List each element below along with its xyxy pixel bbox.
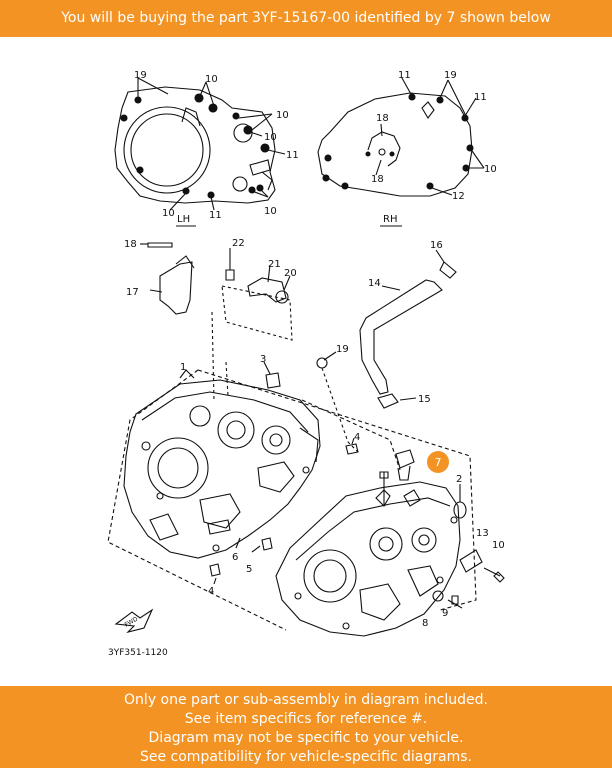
part-label-15: 15 — [418, 394, 431, 405]
small-parts — [140, 242, 457, 453]
crankcase-lh-half — [123, 311, 321, 559]
part-label-17: 17 — [126, 287, 139, 298]
part-label-18: 18 — [124, 239, 137, 250]
part-label-22: 22 — [232, 238, 245, 249]
alignment-lines — [107, 369, 477, 631]
part-label-10: 10 — [264, 206, 277, 217]
rh-label: RH — [383, 214, 397, 225]
part-label-8: 8 — [422, 618, 428, 629]
part-label-19: 19 — [134, 70, 147, 81]
fwd-arrow-icon — [114, 608, 154, 634]
bottom-banner: Only one part or sub-assembly in diagram… — [0, 686, 612, 768]
part-label-14: 14 — [368, 278, 381, 289]
rh-crankcase-cover — [317, 77, 485, 227]
part-label-16: 16 — [430, 240, 443, 251]
part-label-10: 10 — [484, 164, 497, 175]
part-label-19: 19 — [336, 344, 349, 355]
top-banner: You will be buying the part 3YF-15167-00… — [0, 0, 612, 37]
diagram-code: 3YF351-1120 — [108, 648, 168, 658]
callout-number: 7 — [435, 456, 442, 469]
part-label-3: 3 — [260, 354, 266, 365]
part-label-19: 19 — [444, 70, 457, 81]
callout-circle — [427, 451, 449, 473]
part-number-labels: 19 10 10 10 11 10 10 11 LH 11 19 11 18 1… — [108, 70, 505, 658]
footer-line-1: Only one part or sub-assembly in diagram… — [124, 692, 488, 708]
parts-diagram: 7 19 10 10 10 11 10 10 11 LH 11 19 11 18… — [0, 37, 612, 686]
right-side-parts — [209, 437, 505, 609]
part-label-10: 10 — [276, 110, 289, 121]
part-label-9: 9 — [442, 608, 448, 619]
crankcase-rh-half — [275, 471, 461, 637]
crankcase-exploded-view: 7 19 10 10 10 11 10 10 11 LH 11 19 11 18… — [107, 70, 505, 658]
fwd-label: FWD — [124, 615, 140, 628]
part-label-21: 21 — [268, 259, 281, 270]
part-label-10: 10 — [264, 132, 277, 143]
part-label-13: 13 — [476, 528, 489, 539]
part-label-1: 1 — [180, 362, 186, 373]
part-label-12: 12 — [452, 191, 465, 202]
part-label-10: 10 — [205, 74, 218, 85]
lh-label: LH — [177, 214, 190, 225]
part-label-5: 5 — [246, 564, 252, 575]
part-label-20: 20 — [284, 268, 297, 279]
footer-line-2: See item specifics for reference #. — [184, 711, 428, 727]
part-label-4: 4 — [208, 586, 214, 597]
part-label-11: 11 — [209, 210, 222, 221]
part-label-11: 11 — [474, 92, 487, 103]
part-label-18: 18 — [371, 174, 384, 185]
part-label-11: 11 — [286, 150, 299, 161]
part-label-2: 2 — [456, 474, 462, 485]
part-label-4: 4 — [354, 432, 360, 443]
highlight-callout: 7 — [427, 451, 449, 473]
footer-line-4: See compatibility for vehicle-specific d… — [139, 749, 472, 765]
part-label-6: 6 — [232, 552, 238, 563]
part-label-18: 18 — [376, 113, 389, 124]
footer-line-3: Diagram may not be specific to your vehi… — [148, 730, 464, 746]
banner-text: You will be buying the part 3YF-15167-00… — [61, 10, 551, 26]
part-label-10: 10 — [492, 540, 505, 551]
part-label-10: 10 — [162, 208, 175, 219]
part-label-11: 11 — [398, 70, 411, 81]
lh-crankcase-cover — [114, 77, 286, 227]
